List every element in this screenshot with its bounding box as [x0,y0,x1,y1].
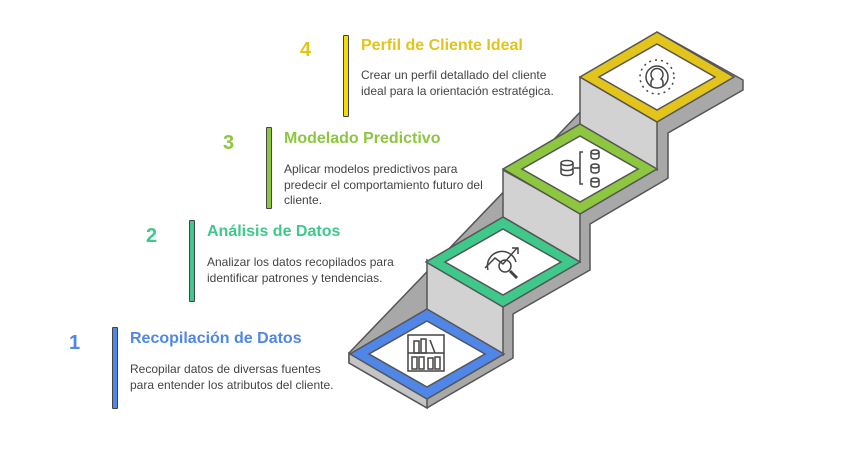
step-description: Recopilar datos de diversas fuentes para… [130,362,334,392]
step-number: 2 [146,225,158,247]
step-description: Analizar los datos recopilados para iden… [207,255,394,285]
step-accent-bar [266,127,272,209]
step-description: Aplicar modelos predictivos para predeci… [284,162,483,207]
step-title: Perfil de Cliente Ideal [361,37,523,54]
step-title: Recopilación de Datos [130,330,302,347]
step-accent-bar [343,35,349,117]
step-description: Crear un perfil detallado del cliente id… [361,68,554,98]
step-accent-bar [189,220,195,302]
step-platform-inner [367,320,487,388]
user-profile-icon [639,59,675,95]
database-tree-icon [560,149,600,188]
step-platform-inner [443,228,563,296]
step-platform-inner [597,43,717,111]
step-title: Análisis de Datos [207,223,341,240]
chart-magnifier-icon [484,247,519,280]
step-title: Modelado Predictivo [284,130,441,147]
step-accent-bar [112,327,118,409]
bookshelf-icon [407,334,445,372]
step-number: 1 [69,332,81,354]
step-number: 4 [300,39,312,61]
step-number: 3 [223,132,235,154]
